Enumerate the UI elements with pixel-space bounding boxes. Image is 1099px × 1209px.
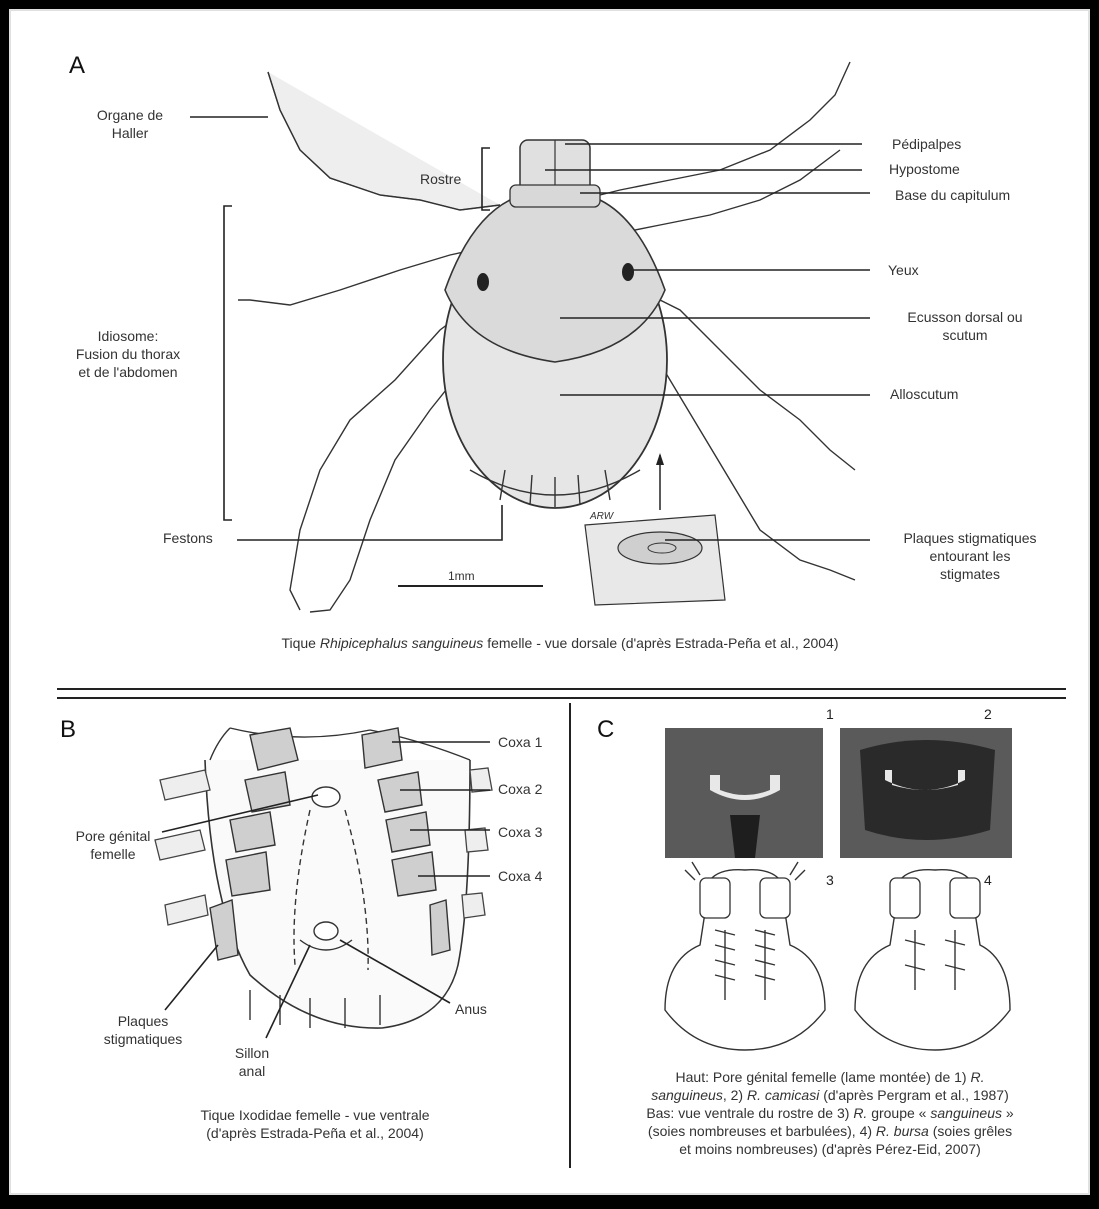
label-yeux: Yeux	[888, 261, 919, 279]
caption-b-line1: Tique Ixodidae femelle - vue ventrale	[150, 1106, 480, 1124]
caption-c-l3-pre: Bas: vue ventrale du rostre de 3)	[646, 1105, 853, 1121]
label-plaques-a-line3: stigmates	[880, 565, 1060, 583]
ventral-tick	[155, 728, 492, 1028]
genital-pore-photo-2	[840, 728, 1012, 858]
label-plaques-b-line1: Plaques	[88, 1012, 198, 1030]
caption-panel-a: Tique Rhipicephalus sanguineus femelle -…	[120, 634, 1000, 652]
label-festons: Festons	[163, 529, 213, 547]
label-coxa-3: Coxa 3	[498, 823, 542, 841]
caption-c-l4-pre: (soies nombreuses et barbulées), 4)	[648, 1123, 876, 1139]
label-rostre: Rostre	[420, 170, 461, 188]
rostrum-drawing-3	[665, 862, 825, 1050]
caption-c-line2: sanguineus, 2) R. camicasi (d'après Perg…	[585, 1086, 1075, 1104]
label-organe-haller-line1: Organe de	[80, 106, 180, 124]
label-pore-line1: Pore génital	[58, 827, 168, 845]
label-coxa-1: Coxa 1	[498, 733, 542, 751]
label-ecusson-line2: scutum	[885, 326, 1045, 344]
label-plaques-a-line1: Plaques stigmatiques	[880, 529, 1060, 547]
panel-a-letter: A	[69, 52, 85, 80]
caption-c-l2-it2: R. camicasi	[747, 1087, 819, 1103]
label-plaques-stigmatiques-b: Plaques stigmatiques	[88, 1012, 198, 1048]
figure-number-2: 2	[984, 706, 992, 722]
label-signature: ARW	[590, 508, 613, 526]
panel-c-letter: C	[597, 716, 614, 744]
rostrum-drawing-4	[855, 870, 1010, 1050]
label-alloscutum: Alloscutum	[890, 385, 958, 403]
label-idiosome: Idiosome: Fusion du thorax et de l'abdom…	[58, 327, 198, 381]
label-organe-haller: Organe de Haller	[80, 106, 180, 142]
caption-b-line2: (d'après Estrada-Peña et al., 2004)	[150, 1124, 480, 1142]
caption-c-line3: Bas: vue ventrale du rostre de 3) R. gro…	[585, 1104, 1075, 1122]
caption-a-species: Rhipicephalus sanguineus	[320, 635, 483, 651]
caption-panel-c: Haut: Pore génital femelle (lame montée)…	[585, 1068, 1075, 1158]
caption-c-line1: Haut: Pore génital femelle (lame montée)…	[585, 1068, 1075, 1086]
label-pore-line2: femelle	[58, 845, 168, 863]
label-plaques-a-line2: entourant les	[880, 547, 1060, 565]
label-plaques-b-line2: stigmatiques	[88, 1030, 198, 1048]
label-pore-genital: Pore génital femelle	[58, 827, 168, 863]
genital-pore-photo-1	[665, 728, 823, 858]
label-sillon-line2: anal	[222, 1062, 282, 1080]
caption-c-l3-it1: R.	[853, 1105, 867, 1121]
label-plaques-stigmatiques-a: Plaques stigmatiques entourant les stigm…	[880, 529, 1060, 583]
caption-c-l3-mid: groupe «	[867, 1105, 930, 1121]
label-idiosome-line1: Idiosome:	[58, 327, 198, 345]
caption-a-post: femelle - vue dorsale (d'après Estrada-P…	[483, 635, 838, 651]
caption-c-l4-it: R. bursa	[876, 1123, 929, 1139]
label-scale: 1mm	[448, 567, 475, 585]
figure-number-1: 1	[826, 706, 834, 722]
caption-c-line4: (soies nombreuses et barbulées), 4) R. b…	[585, 1122, 1075, 1140]
caption-c-l3-post: »	[1002, 1105, 1014, 1121]
label-ecusson: Ecusson dorsal ou scutum	[885, 308, 1045, 344]
label-idiosome-line2: Fusion du thorax	[58, 345, 198, 363]
label-base-capitulum: Base du capitulum	[895, 186, 1010, 204]
figure-number-4: 4	[984, 872, 992, 888]
label-pedipalpes: Pédipalpes	[892, 135, 961, 153]
label-sillon-anal: Sillon anal	[222, 1044, 282, 1080]
label-coxa-2: Coxa 2	[498, 780, 542, 798]
caption-c-l1-it: R.	[970, 1069, 984, 1085]
caption-a-pre: Tique	[281, 635, 319, 651]
figure-number-3: 3	[826, 872, 834, 888]
label-anus: Anus	[455, 1000, 487, 1018]
label-organe-haller-line2: Haller	[80, 124, 180, 142]
caption-c-l4-post: (soies grêles	[929, 1123, 1012, 1139]
label-ecusson-line1: Ecusson dorsal ou	[885, 308, 1045, 326]
label-coxa-4: Coxa 4	[498, 867, 542, 885]
caption-c-line5: et moins nombreuses) (d'après Pérez-Eid,…	[585, 1140, 1075, 1158]
caption-c-l1-pre: Haut: Pore génital femelle (lame montée)…	[676, 1069, 971, 1085]
caption-c-l2-it1: sanguineus	[651, 1087, 723, 1103]
caption-c-l2-post: (d'après Pergram et al., 1987)	[819, 1087, 1008, 1103]
label-hypostome: Hypostome	[889, 160, 960, 178]
caption-c-l2-mid: , 2)	[723, 1087, 747, 1103]
caption-c-l3-it2: sanguineus	[930, 1105, 1002, 1121]
panel-b-letter: B	[60, 716, 76, 744]
label-sillon-line1: Sillon	[222, 1044, 282, 1062]
caption-panel-b: Tique Ixodidae femelle - vue ventrale (d…	[150, 1106, 480, 1142]
label-idiosome-line3: et de l'abdomen	[58, 363, 198, 381]
